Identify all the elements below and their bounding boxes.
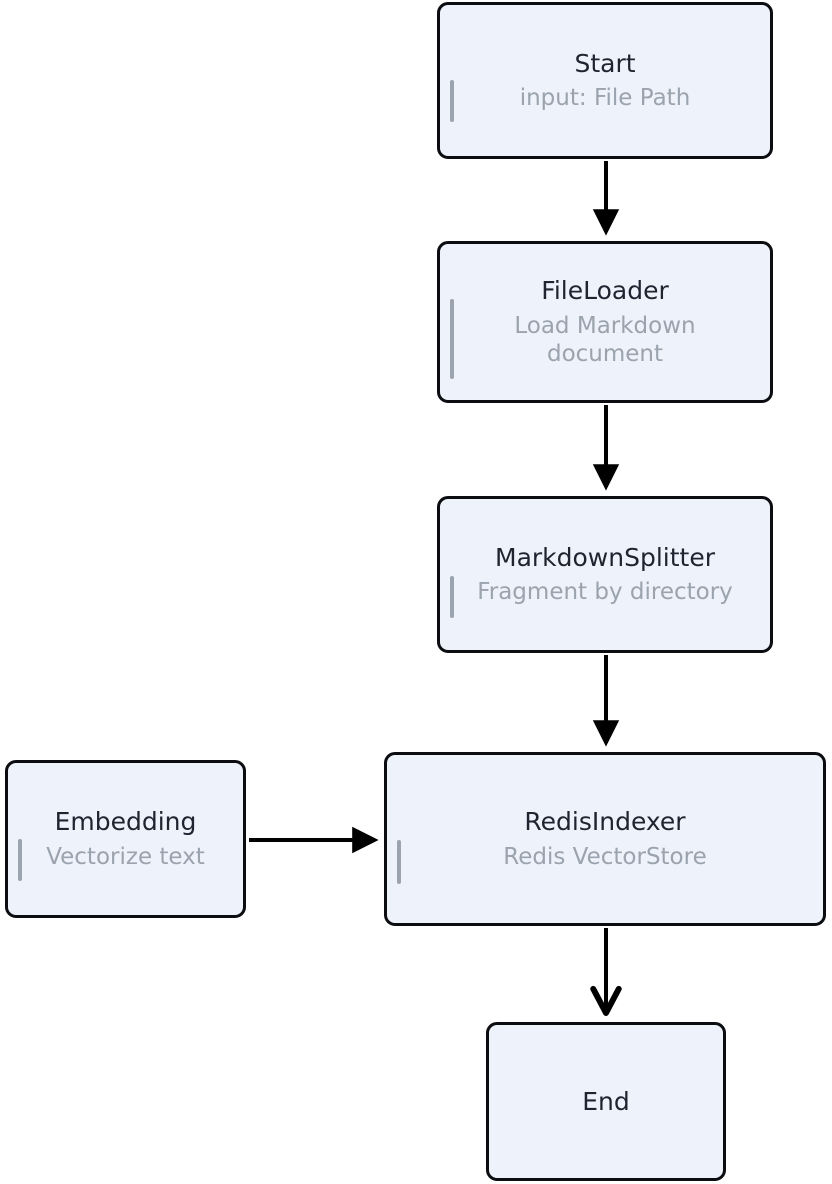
node-markdownsplitter-subtitle: Fragment by directory [477,579,733,606]
node-redisindexer-accent-bar [397,840,401,884]
node-markdownsplitter-accent-bar [450,576,454,618]
node-end-title: End [582,1086,630,1116]
node-markdownsplitter[interactable]: MarkdownSplitter Fragment by directory [437,496,773,653]
node-start[interactable]: Start input: File Path [437,2,773,159]
node-start-subtitle: input: File Path [519,85,691,112]
node-redisindexer-title: RedisIndexer [524,807,686,837]
node-fileloader-accent-bar [450,299,454,379]
node-start-title: Start [574,48,636,78]
node-redisindexer-subtitle: Redis VectorStore [503,843,707,870]
node-embedding-subtitle: Vectorize text [46,843,205,870]
node-start-accent-bar [450,80,454,122]
node-embedding-title: Embedding [54,807,197,837]
node-embedding-accent-bar [18,839,22,881]
node-embedding[interactable]: Embedding Vectorize text [5,760,246,918]
node-fileloader-subtitle: Load Markdown document [514,312,696,367]
node-markdownsplitter-title: MarkdownSplitter [495,542,715,572]
node-fileloader[interactable]: FileLoader Load Markdown document [437,241,773,403]
node-redisindexer[interactable]: RedisIndexer Redis VectorStore [384,752,826,926]
node-end[interactable]: End [486,1022,726,1181]
node-fileloader-title: FileLoader [541,276,669,306]
